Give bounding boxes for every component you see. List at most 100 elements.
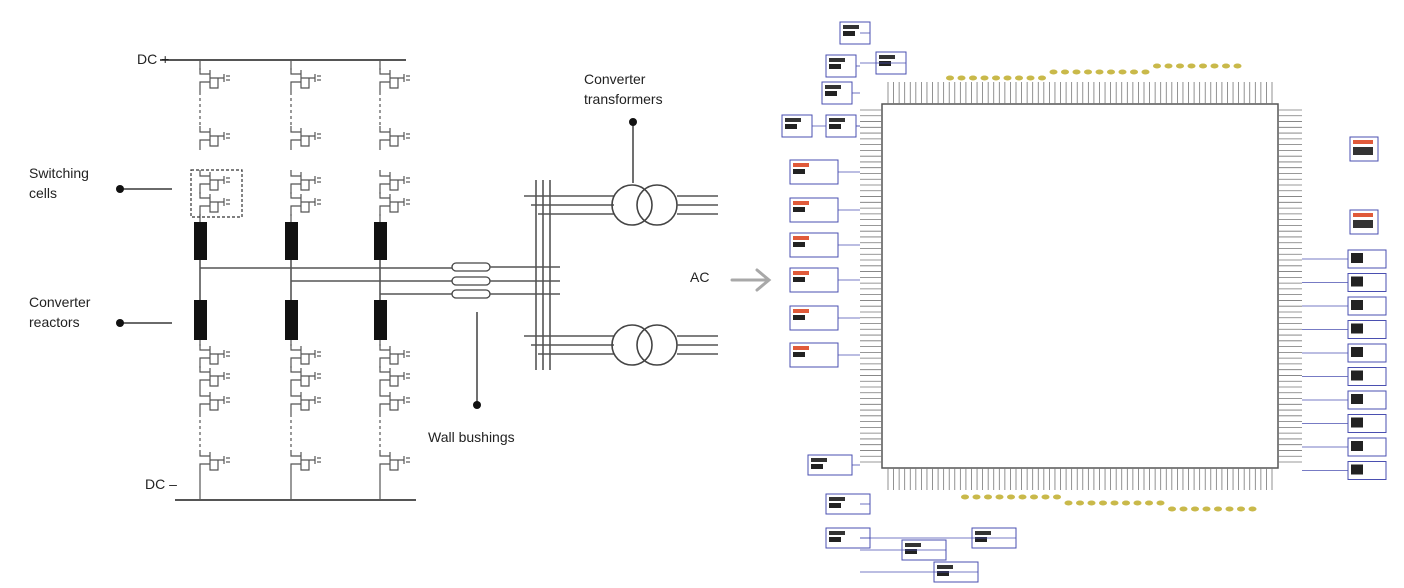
bottom-pad [972,494,981,500]
top-pad [1084,69,1092,75]
top-pad [1176,63,1184,69]
peripheral-block [789,342,860,368]
switching-cells-callout-dot [116,185,124,193]
bottom-pad [1202,506,1211,512]
switching-cell [199,126,225,150]
switching-cells-label-line2: cells [29,185,57,201]
bottom-pad [1133,500,1142,506]
switching-cells-label-line1: Switching [29,165,89,181]
peripheral-block [807,454,860,476]
converter-leg [285,60,321,500]
block-header [829,58,845,62]
block-header [793,163,809,167]
chip-schematic [781,21,1387,583]
switching-cell [379,344,405,368]
upper-arm-reactor [374,222,387,260]
block-part [829,124,841,129]
switching-cell [290,68,316,92]
peripheral-block [781,114,860,138]
peripheral-block [860,51,907,75]
block-header [829,118,845,122]
peripheral-block [1302,461,1387,480]
lower-arm-reactor [374,300,387,340]
block-header [793,236,809,240]
peripheral-block [789,267,860,293]
peripheral-blocks [781,21,1387,583]
upper-arm-reactor [285,222,298,260]
peripheral-block [1349,136,1379,162]
top-pad [1049,69,1058,75]
reactors-callout-dot [116,319,124,327]
peripheral-block [789,232,860,258]
peripheral-block [1302,320,1387,339]
switching-cell [199,170,225,194]
transformer-feeders [524,195,614,355]
lower-arm-reactor [194,300,207,340]
bottom-pad [1191,506,1199,512]
top-pad [946,75,954,81]
block-part [829,537,841,542]
block-part [1351,370,1363,381]
block-part [1351,323,1363,334]
converter-reactors-label-line1: Converter [29,294,91,310]
dc-minus-label: DC – [145,476,177,492]
bottom-pad [1007,494,1015,500]
bottom-pad [1225,506,1234,512]
peripheral-block [1349,209,1379,235]
block-header [811,458,827,462]
block-part [793,315,805,320]
peripheral-block [825,54,860,78]
block-header [785,118,801,122]
switching-cell [290,344,316,368]
switching-cell [290,366,316,390]
switching-cell-highlight [190,169,243,218]
switching-cell [290,170,316,194]
bottom-pad [1099,500,1107,506]
switching-cell [379,126,405,150]
block-header [825,85,841,89]
block-part [879,61,891,66]
switching-cell [199,450,225,474]
bottom-pad [1030,494,1038,500]
block-header [793,271,809,275]
top-pad [1003,75,1012,81]
bottom-pad [1018,494,1027,500]
block-part [785,124,797,129]
block-part [905,549,917,554]
converter-legs [194,60,410,500]
bottom-pad [1064,500,1073,506]
ac-busbars [535,180,551,370]
block-header [829,497,845,501]
top-pad [969,75,977,81]
block-part [1351,300,1363,310]
switching-cell [290,390,316,414]
block-part [1351,417,1363,428]
block-part [793,169,805,174]
peripheral-block [1302,296,1387,316]
bottom-pad [1237,506,1245,512]
block-part [793,242,805,247]
converter-reactors-label-line2: reactors [29,314,80,330]
switching-cell [379,170,405,194]
chip-body [881,103,1279,469]
top-pad [992,75,1000,81]
callout-leaders [120,122,634,405]
top-pad [1233,63,1242,69]
block-header [905,543,921,547]
block-header [793,309,809,313]
block-part [1351,441,1363,451]
bottom-pad [1076,500,1084,506]
block-header [879,55,895,59]
block-part [793,352,805,357]
wall-bushings-label: Wall bushings [428,429,515,445]
bottom-pad [1168,506,1176,512]
switching-cell [199,192,225,216]
bottom-pad [1041,494,1050,500]
peripheral-block [1302,437,1387,457]
chip-pins [860,63,1302,512]
converter-transformer-top [611,184,678,226]
block-header [937,565,953,569]
peripheral-block [1302,367,1387,386]
top-pad [1072,69,1081,75]
